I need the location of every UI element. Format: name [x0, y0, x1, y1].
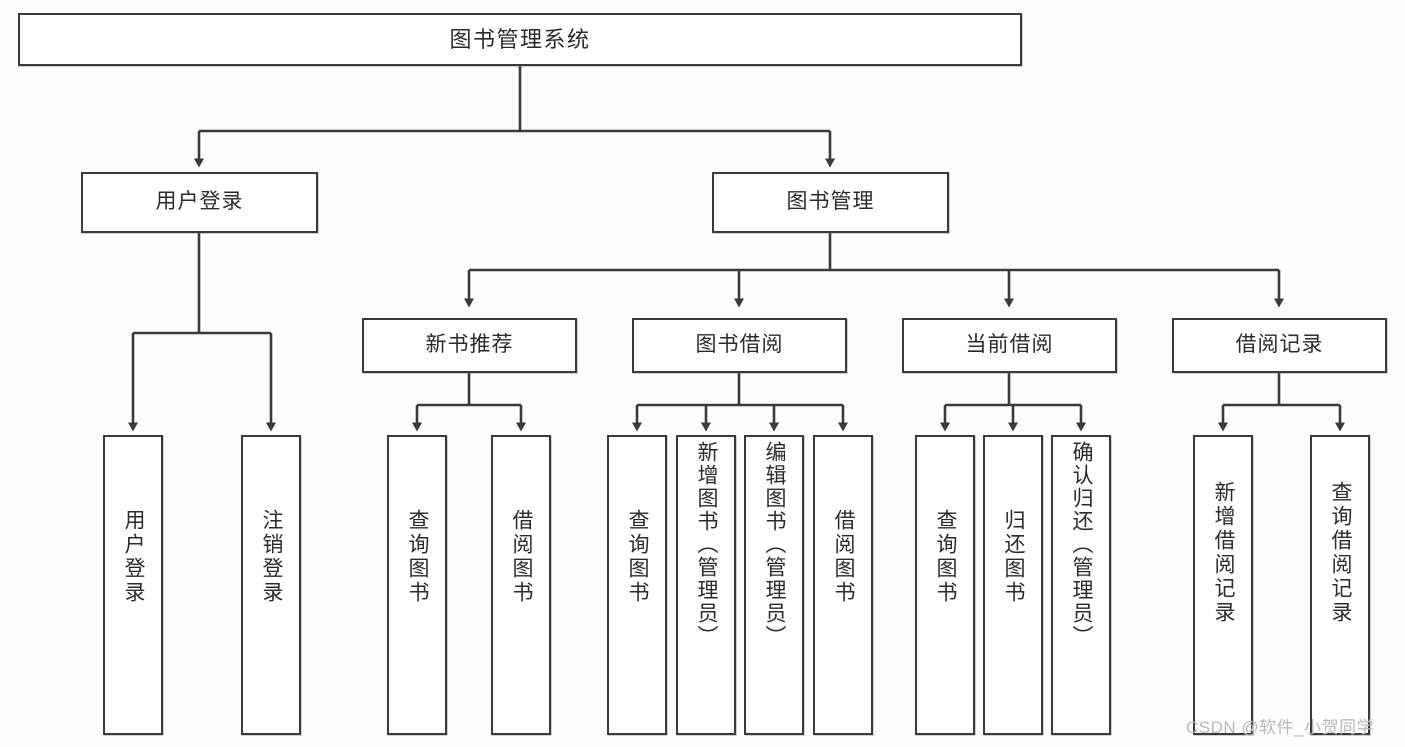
leaf-add-book-admin[interactable]: 新增图书（管理员） — [676, 435, 736, 735]
leaf-query-book-current[interactable]: 查询图书 — [915, 435, 975, 735]
node-label: 借阅图书 — [510, 509, 534, 605]
node-label: 新增借阅记录 — [1212, 481, 1236, 625]
node-label: 注销登录 — [260, 509, 284, 605]
csdn-watermark: CSDN @软件_小贺同学 — [1186, 718, 1375, 737]
node-borrow-record[interactable]: 借阅记录 — [1172, 318, 1387, 373]
node-label: 用户登录 — [122, 509, 146, 605]
node-user-login[interactable]: 用户登录 — [81, 172, 318, 233]
node-label: 编辑图书（管理员） — [763, 441, 787, 648]
node-label: 新书推荐 — [425, 333, 514, 357]
node-label: 图书管理 — [786, 190, 875, 214]
node-label: 新增图书（管理员） — [695, 441, 719, 648]
node-label: 用户登录 — [155, 190, 244, 214]
node-label: 确认归还（管理员） — [1070, 441, 1094, 648]
node-label: 查询图书 — [934, 509, 958, 605]
leaf-query-book-borrow[interactable]: 查询图书 — [607, 435, 667, 735]
node-book-borrow[interactable]: 图书借阅 — [632, 318, 847, 373]
leaf-borrow-book-recommend[interactable]: 借阅图书 — [491, 435, 551, 735]
node-label: 借阅记录 — [1235, 333, 1324, 357]
leaf-return-book[interactable]: 归还图书 — [983, 435, 1043, 735]
node-new-book-recommend[interactable]: 新书推荐 — [362, 318, 577, 373]
leaf-user-login[interactable]: 用户登录 — [103, 435, 163, 735]
node-label: 图书借阅 — [695, 333, 784, 357]
leaf-edit-book-admin[interactable]: 编辑图书（管理员） — [744, 435, 804, 735]
node-label: 查询图书 — [626, 509, 650, 605]
node-root-book-management-system[interactable]: 图书管理系统 — [18, 13, 1022, 66]
leaf-confirm-return-admin[interactable]: 确认归还（管理员） — [1051, 435, 1111, 735]
node-current-borrow[interactable]: 当前借阅 — [902, 318, 1117, 373]
node-label: 当前借阅 — [965, 333, 1054, 357]
node-book-management[interactable]: 图书管理 — [712, 172, 949, 233]
leaf-borrow-book-borrow[interactable]: 借阅图书 — [813, 435, 873, 735]
node-label: 图书管理系统 — [449, 26, 591, 52]
node-label: 查询图书 — [406, 509, 430, 605]
node-label: 归还图书 — [1002, 509, 1026, 605]
leaf-query-borrow-record[interactable]: 查询借阅记录 — [1310, 435, 1370, 735]
node-label: 查询借阅记录 — [1329, 481, 1353, 625]
leaf-add-borrow-record[interactable]: 新增借阅记录 — [1193, 435, 1253, 735]
leaf-query-book-recommend[interactable]: 查询图书 — [387, 435, 447, 735]
node-label: 借阅图书 — [832, 509, 856, 605]
leaf-logout-login[interactable]: 注销登录 — [241, 435, 301, 735]
